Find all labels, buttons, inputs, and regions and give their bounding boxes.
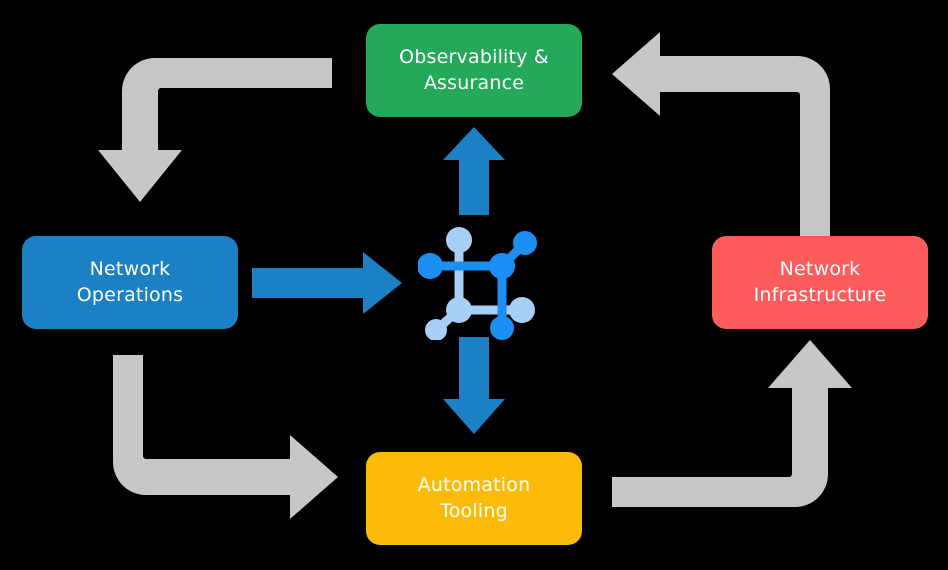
connector-netops-to-automation — [113, 355, 338, 519]
connector-center-to-automation — [443, 337, 505, 434]
connector-automation-to-netinfra — [612, 340, 852, 507]
box-network-infrastructure-label: Network Infrastructure — [753, 258, 887, 306]
box-network-infrastructure[interactable]: Network Infrastructure — [712, 236, 928, 329]
network-topology-icon — [418, 227, 537, 340]
connector-observability-to-netops — [98, 58, 332, 202]
box-automation-tooling-label: Automation Tooling — [417, 474, 531, 522]
network-icon-secondary-nodes — [425, 227, 535, 340]
box-network-operations[interactable]: Network Operations — [22, 236, 238, 329]
box-network-operations-label: Network Operations — [76, 258, 184, 306]
box-observability-assurance-label: Observability & Assurance — [399, 46, 549, 94]
box-observability-assurance[interactable]: Observability & Assurance — [366, 24, 582, 117]
connector-netops-to-center — [252, 252, 402, 314]
connector-netinfra-to-observability — [612, 32, 830, 236]
box-automation-tooling[interactable]: Automation Tooling — [366, 452, 582, 545]
network-icon-primary-nodes — [418, 231, 537, 340]
connector-center-to-observability — [443, 127, 505, 215]
